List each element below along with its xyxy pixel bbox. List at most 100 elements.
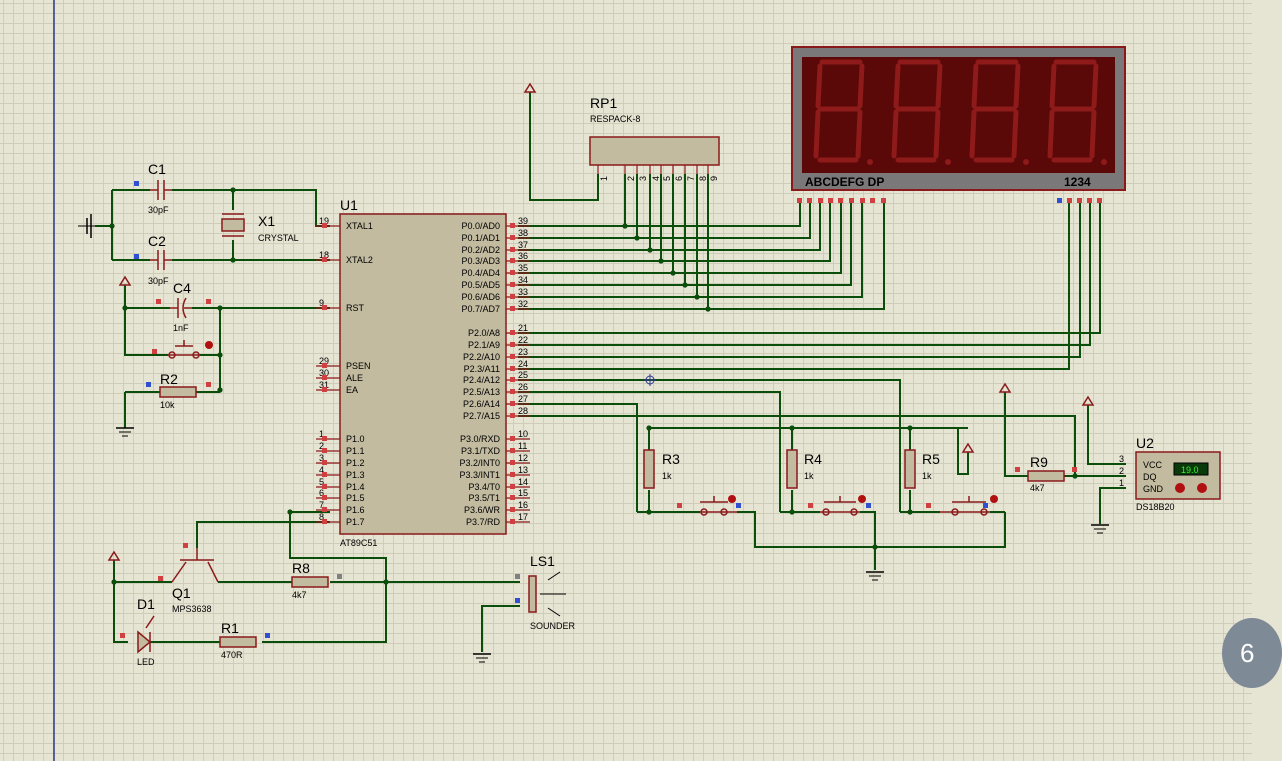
button-1[interactable] xyxy=(677,495,741,516)
u1-pin-p3-1-txd: P3.1/TXD xyxy=(461,446,501,456)
u1-pin-p2-1-a9: P2.1/A9 xyxy=(468,340,500,350)
u1-pin-p2-2-a10: P2.2/A10 xyxy=(463,352,500,362)
power-terminal-u2[interactable] xyxy=(1081,395,1095,406)
u1-pin-num-5: 5 xyxy=(319,477,324,487)
seven-segment-display[interactable]: ABCDEFG DP 1234 xyxy=(791,46,1126,203)
rp1-pin-2: 2 xyxy=(626,176,636,181)
c2-ref: C2 xyxy=(148,233,166,249)
led-d1[interactable]: D1 LED xyxy=(120,596,155,667)
r5-value: 1k xyxy=(922,471,932,481)
u1-pin-num-6: 6 xyxy=(319,488,324,498)
r9-value: 4k7 xyxy=(1030,483,1045,493)
display-pin-markers xyxy=(797,198,1102,203)
power-terminal-buttons[interactable] xyxy=(961,442,975,453)
schematic-canvas[interactable]: C1 30pF C2 30pF X1 CRYSTAL C4 1nF R2 10 xyxy=(0,0,1252,761)
u2-decrement-button[interactable] xyxy=(1175,483,1185,493)
c1-value: 30pF xyxy=(148,205,169,215)
digit-3 xyxy=(969,59,1029,165)
u1-pin-p0-2-ad2: P0.2/AD2 xyxy=(461,245,500,255)
u1-pin-p1-2: P1.2 xyxy=(346,458,365,468)
resistor-r9[interactable]: R9 4k7 xyxy=(1015,454,1077,493)
u2-pin-dq: DQ xyxy=(1143,472,1157,482)
u2-value: DS18B20 xyxy=(1136,502,1175,512)
u1-pin-num-39: 39 xyxy=(518,216,528,226)
c4-ref: C4 xyxy=(173,280,191,296)
u1-pin-num-31: 31 xyxy=(319,380,329,390)
ls1-value: SOUNDER xyxy=(530,621,576,631)
u1-pin-xtal1: XTAL1 xyxy=(346,221,373,231)
u1-pin-num-21: 21 xyxy=(518,323,528,333)
d1-value: LED xyxy=(137,657,155,667)
x1-ref: X1 xyxy=(258,213,275,229)
u2-pin-gnd: GND xyxy=(1143,484,1164,494)
u1-pin-p1-5: P1.5 xyxy=(346,493,365,503)
q1-value: MPS3638 xyxy=(172,604,212,614)
u2-pin2-num: 2 xyxy=(1119,466,1124,476)
ground-r2[interactable] xyxy=(116,427,134,437)
rp1-pin-6: 6 xyxy=(674,176,684,181)
zoom-badge[interactable]: 6 xyxy=(1222,618,1282,688)
resistor-r3[interactable]: R3 1k xyxy=(643,449,680,489)
digit-1 xyxy=(813,59,873,165)
ground-x1[interactable] xyxy=(78,214,95,238)
u1-pin-num-30: 30 xyxy=(319,368,329,378)
u1-pin-num-11: 11 xyxy=(518,441,527,451)
u1-pin-p3-2-int0: P3.2/INT0 xyxy=(459,458,500,468)
ground-u2[interactable] xyxy=(1091,524,1109,534)
u1-pin-ea: EA xyxy=(346,385,358,395)
capacitor-c2[interactable]: C2 30pF xyxy=(134,233,172,286)
transistor-q1[interactable]: Q1 MPS3638 xyxy=(158,543,219,614)
u1-pin-p1-4: P1.4 xyxy=(346,482,365,492)
u1-pin-num-27: 27 xyxy=(518,394,528,404)
u1-pin-num-7: 7 xyxy=(319,500,324,510)
button-2[interactable] xyxy=(808,495,871,516)
u1-pin-num-18: 18 xyxy=(319,250,329,260)
u1-pin-num-8: 8 xyxy=(319,512,324,522)
u1-pin-num-14: 14 xyxy=(518,477,528,487)
u1-pin-num-15: 15 xyxy=(518,488,528,498)
c2-value: 30pF xyxy=(148,276,169,286)
power-terminal-reset[interactable] xyxy=(118,275,132,286)
ground-ls1[interactable] xyxy=(473,653,491,663)
power-terminal-r9[interactable] xyxy=(998,382,1012,393)
r4-ref: R4 xyxy=(804,451,822,467)
capacitor-c4[interactable]: C4 1nF xyxy=(156,280,211,333)
u1-ref: U1 xyxy=(340,197,358,213)
resistor-r5[interactable]: R5 1k xyxy=(904,449,940,489)
rp1-pin-8: 8 xyxy=(698,176,708,181)
u1-pin-p2-4-a12: P2.4/A12 xyxy=(463,375,500,385)
u1-pin-num-13: 13 xyxy=(518,465,528,475)
u1-pin-psen: PSEN xyxy=(346,361,371,371)
temp-sensor-u2[interactable]: U2 DS18B20 3 2 1 VCC DQ GND 19.0 xyxy=(1119,435,1221,512)
button-3[interactable] xyxy=(926,495,998,516)
resistor-r4[interactable]: R4 1k xyxy=(786,449,822,489)
resistor-r8[interactable]: R8 4k7 xyxy=(291,560,342,600)
power-terminal-q1[interactable] xyxy=(107,550,121,561)
u1-pin-p3-5-t1: P3.5/T1 xyxy=(468,493,500,503)
u1-pin-num-26: 26 xyxy=(518,382,528,392)
resistor-r2[interactable]: R2 10k xyxy=(146,371,211,410)
sounder-ls1[interactable]: LS1 SOUNDER xyxy=(515,553,576,631)
ground-buttons[interactable] xyxy=(866,571,884,581)
u1-pin-p1-1: P1.1 xyxy=(346,446,365,456)
rp1-pin-5: 5 xyxy=(662,176,672,181)
capacitor-c1[interactable]: C1 30pF xyxy=(134,161,172,215)
power-terminal-rp1[interactable] xyxy=(523,82,537,93)
reset-button[interactable] xyxy=(152,340,213,359)
r8-ref: R8 xyxy=(292,560,310,576)
r4-value: 1k xyxy=(804,471,814,481)
display-digits xyxy=(813,59,1107,165)
u1-pin-p2-5-a13: P2.5/A13 xyxy=(463,387,500,397)
rp1-ref: RP1 xyxy=(590,95,617,111)
r2-value: 10k xyxy=(160,400,175,410)
resistor-r1[interactable]: R1 470R xyxy=(219,620,270,660)
u2-increment-button[interactable] xyxy=(1197,483,1207,493)
u1-pin-num-25: 25 xyxy=(518,370,528,380)
rp1-value: RESPACK-8 xyxy=(590,114,640,124)
c4-value: 1nF xyxy=(173,323,189,333)
crystal-x1[interactable]: X1 CRYSTAL xyxy=(221,213,299,243)
power-symbols xyxy=(78,82,1109,663)
